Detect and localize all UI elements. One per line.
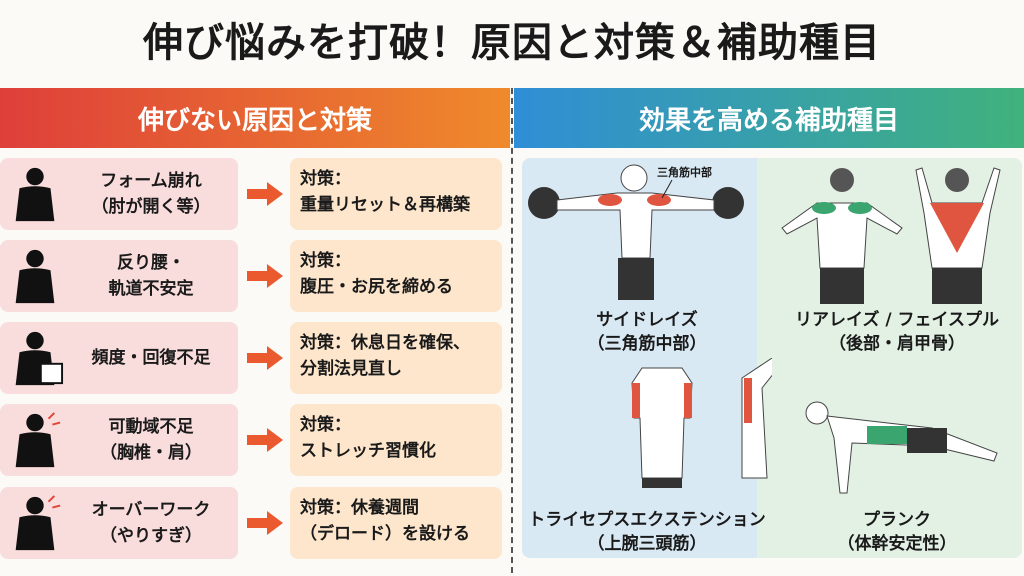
cause-text: 反り腰・ 軌道不安定 [108, 253, 194, 299]
exercise-side-raise: 三角筋中部 サイドレイズ（三角筋中部） [522, 158, 772, 358]
side-raise-illustration-icon [528, 164, 744, 300]
cause-box: フォーム崩れ （肘が開く等） [0, 158, 238, 230]
headache-person-icon [15, 495, 61, 551]
exercises-header: 効果を高める補助種目 [514, 88, 1024, 148]
arrow-right-icon [247, 511, 283, 535]
exercise-rear-raise: リアレイズ / フェイスプル（後部・肩甲骨） [772, 158, 1022, 358]
exercise-name: リアレイズ / フェイスプル（後部・肩甲骨） [794, 310, 1000, 354]
cause-text: 頻度・回復不足 [91, 348, 211, 368]
solution-box: 対策： ストレッチ習慣化 [290, 404, 502, 476]
arrow-right-icon [247, 428, 283, 452]
cause-text: 可動域不足 （胸椎・肩） [100, 417, 202, 463]
cause-box: 可動域不足 （胸椎・肩） [0, 404, 238, 476]
rear-raise-illustration-icon [781, 167, 1001, 304]
exercise-panel: 三角筋中部 サイドレイズ（三角筋中部） リアレイズ / フェイスプル（後部・肩甲… [522, 158, 1022, 558]
exercise-triceps-extension: トライセプスエクステンション（上腕三頭筋） [522, 358, 772, 558]
arrow-right-icon [247, 182, 283, 206]
causes-header: 伸びない原因と対策 [0, 88, 510, 148]
shoulder-pain-person-icon [15, 412, 61, 468]
plank-illustration-icon [805, 401, 998, 494]
cause-solution-row: 反り腰・ 軌道不安定 対策： 腹圧・お尻を締める [0, 240, 505, 312]
cause-solution-row: オーバーワーク （やりすぎ） 対策：休養週間 （デロード）を設ける [0, 487, 505, 559]
cause-solution-row: フォーム崩れ （肘が開く等） 対策： 重量リセット＆再構築 [0, 158, 505, 230]
page-title: 伸び悩みを打破！原因と対策＆補助種目 [143, 20, 881, 66]
solution-box: 対策：休息日を確保、 分割法見直し [290, 322, 502, 394]
exercise-name: プランク（体幹安定性） [837, 510, 957, 554]
triceps-extension-illustration-icon [631, 358, 772, 488]
cause-box: オーバーワーク （やりすぎ） [0, 487, 238, 559]
arched-back-person-icon [15, 249, 55, 304]
cause-box: 反り腰・ 軌道不安定 [0, 240, 238, 312]
hands-on-hips-person-icon [15, 167, 55, 222]
dashed-divider [511, 88, 513, 573]
cause-text: オーバーワーク （やりすぎ） [91, 500, 211, 546]
deltoid-callout: 三角筋中部 [657, 166, 712, 179]
arrow-right-icon [247, 346, 283, 370]
solution-box: 対策： 腹圧・お尻を締める [290, 240, 502, 312]
solution-box: 対策： 重量リセット＆再構築 [290, 158, 502, 230]
cause-box: 頻度・回復不足 [0, 322, 238, 394]
tired-person-calendar-icon [15, 331, 64, 386]
arrow-right-icon [247, 264, 283, 288]
cause-text: フォーム崩れ （肘が開く等） [91, 171, 211, 217]
solution-box: 対策：休養週間 （デロード）を設ける [290, 487, 502, 559]
exercise-name: サイドレイズ（三角筋中部） [587, 310, 707, 354]
exercise-name: トライセプスエクステンション（上腕三頭筋） [528, 510, 766, 554]
cause-solution-row: 可動域不足 （胸椎・肩） 対策： ストレッチ習慣化 [0, 404, 505, 476]
cause-solution-row: 頻度・回復不足 対策：休息日を確保、 分割法見直し [0, 322, 505, 394]
exercise-plank: プランク（体幹安定性） [772, 358, 1022, 558]
